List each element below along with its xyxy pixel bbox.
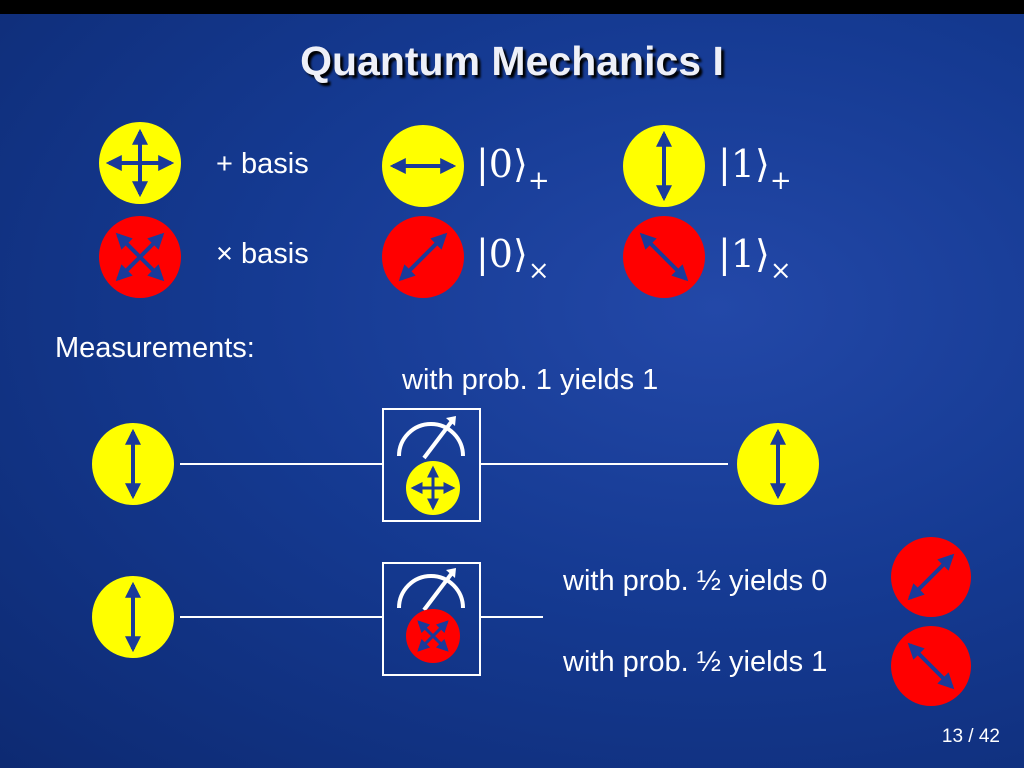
cross-basis-icon [99,216,181,298]
cross-basis-label: × basis [216,238,309,270]
case2-input-photon [92,576,174,658]
meter-icon [397,416,465,460]
ket-0-cross: |0⟩× [476,232,550,286]
result-case2-zero: with prob. ½ yields 0 [563,565,828,597]
horizontal-photon-icon [382,125,464,207]
ket-1-cross: |1⟩× [718,232,792,286]
ket-0-plus: |0⟩+ [476,142,550,196]
result-case2-one: with prob. ½ yields 1 [563,646,828,678]
plus-basis-label: + basis [216,148,309,180]
vertical-photon-icon [623,125,705,207]
case2-output-diagonal-photon [891,537,971,617]
case2-detector-box [382,562,481,676]
case2-output-antidiagonal-photon [891,626,971,706]
measurements-heading: Measurements: [55,332,255,364]
plus-basis-icon [99,122,181,204]
top-bar [0,0,1024,14]
diagonal-photon-icon [382,216,464,298]
page-number: 13 / 42 [941,726,1000,747]
result-case1: with prob. 1 yields 1 [402,364,659,396]
case1-basis-plus-icon [406,461,460,515]
case1-input-photon [92,423,174,505]
slide-title: Quantum Mechanics I [300,38,724,84]
case2-basis-cross-icon [406,609,460,663]
meter-icon [397,568,465,612]
antidiagonal-photon-icon [623,216,705,298]
case1-output-photon [737,423,819,505]
ket-1-plus: |1⟩+ [718,142,792,196]
